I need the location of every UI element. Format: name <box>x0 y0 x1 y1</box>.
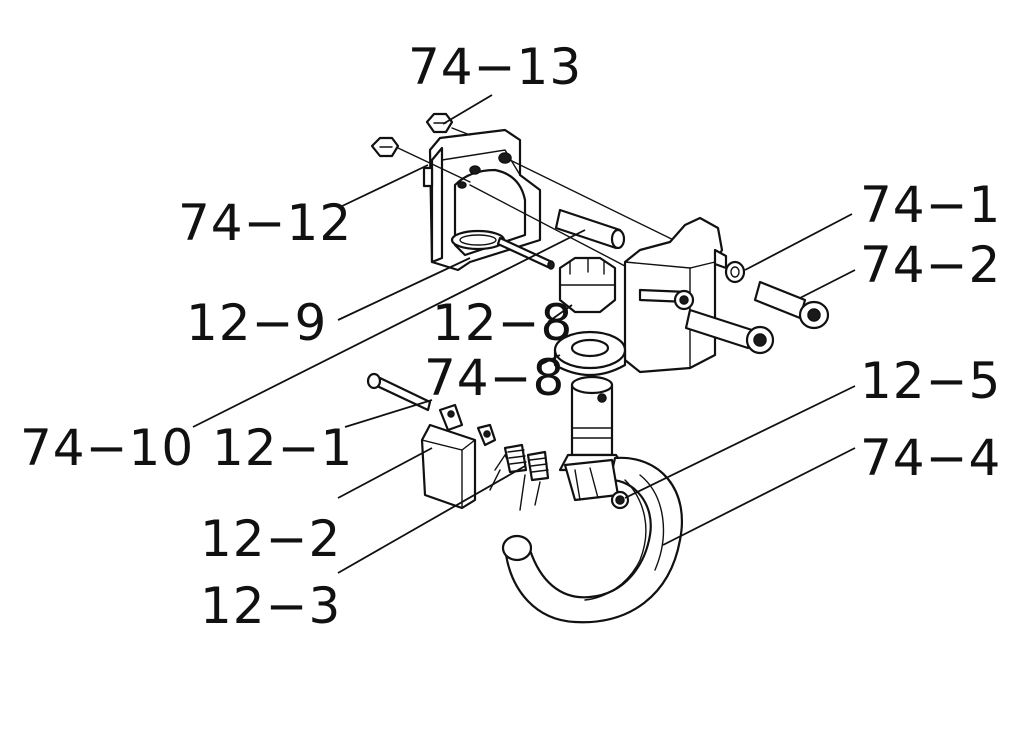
shaft-74-10 <box>554 208 626 250</box>
label-12-1: 12−1 <box>212 419 353 477</box>
washer-74-1 <box>724 260 746 284</box>
hook-shank <box>558 375 628 472</box>
label-74-2: 74−2 <box>860 236 1001 294</box>
thrust-bearing-74-8 <box>553 330 627 376</box>
castle-nut-12-8 <box>558 256 617 314</box>
label-12-9: 12−9 <box>186 294 327 352</box>
label-12-2: 12−2 <box>200 510 341 568</box>
label-74-10: 74−10 <box>20 419 194 477</box>
label-74-1: 74−1 <box>860 176 1001 234</box>
label-74-13: 74−13 <box>408 38 582 96</box>
label-12-5: 12−5 <box>860 352 1001 410</box>
part-labels: 74−13 74−12 74−1 74−2 12−9 12−8 74−8 12−… <box>20 38 1001 635</box>
bolt-74-2-upper <box>753 280 830 330</box>
bolt-74-2-lower <box>673 289 775 355</box>
label-74-12: 74−12 <box>178 194 352 252</box>
label-74-8: 74−8 <box>424 349 565 407</box>
pin-12-9 <box>496 236 555 270</box>
hook-74-4 <box>501 456 683 624</box>
label-12-3: 12−3 <box>200 577 341 635</box>
leader-lines <box>192 94 856 574</box>
nut-74-13 <box>425 112 454 134</box>
latch-pin-12-1 <box>366 372 432 412</box>
safety-latch-12-2 <box>420 403 513 510</box>
label-12-8: 12−8 <box>432 294 573 352</box>
nut-74-12 <box>370 136 400 158</box>
springs-12-3 <box>503 443 550 511</box>
label-74-4: 74−4 <box>860 429 1001 487</box>
